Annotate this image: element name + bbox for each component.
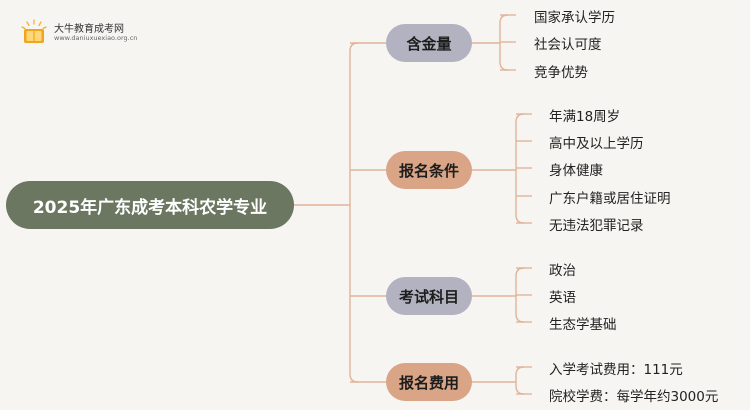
leaf-node[interactable]: 年满18周岁: [549, 109, 621, 125]
leaf-node[interactable]: 社会认可度: [534, 37, 602, 53]
leaf-node[interactable]: 英语: [549, 290, 576, 306]
leaf-node[interactable]: 生态学基础: [549, 317, 617, 333]
leaf-node[interactable]: 院校学费：每学年约3000元: [549, 389, 719, 405]
branch-node-value[interactable]: 含金量: [386, 24, 472, 62]
branch-node-label: 报名条件: [398, 161, 459, 180]
leaf-node[interactable]: 身体健康: [549, 163, 603, 179]
branch-node-label: 含金量: [406, 34, 452, 53]
leaf-node[interactable]: 国家承认学历: [534, 10, 615, 26]
leaf-node[interactable]: 高中及以上学历: [549, 136, 644, 152]
root-node-label: 2025年广东成考本科农学专业: [32, 197, 268, 218]
site-logo[interactable]: 大牛教育成考网 www.daniuxuexiao.org.cn: [18, 18, 138, 48]
leaf-node[interactable]: 无违法犯罪记录: [549, 218, 644, 234]
branch-node-label: 报名费用: [398, 373, 459, 392]
branch-node-subjects[interactable]: 考试科目: [386, 277, 472, 315]
logo-site-name: 大牛教育成考网: [54, 24, 124, 35]
branch-node-label: 考试科目: [398, 287, 459, 306]
logo-site-url: www.daniuxuexiao.org.cn: [54, 34, 138, 42]
branch-node-requirements[interactable]: 报名条件: [386, 151, 472, 189]
leaf-node[interactable]: 政治: [549, 263, 576, 279]
leaf-bracket-connector: [515, 366, 525, 395]
trunk-connector: [349, 42, 359, 383]
leaf-node[interactable]: 广东户籍或居住证明: [549, 191, 671, 207]
book-icon: [21, 19, 47, 43]
leaf-node[interactable]: 入学考试费用：111元: [549, 362, 683, 378]
branch-node-fees[interactable]: 报名费用: [386, 363, 472, 401]
leaf-node[interactable]: 竞争优势: [534, 65, 588, 81]
root-node[interactable]: 2025年广东成考本科农学专业: [6, 181, 294, 229]
